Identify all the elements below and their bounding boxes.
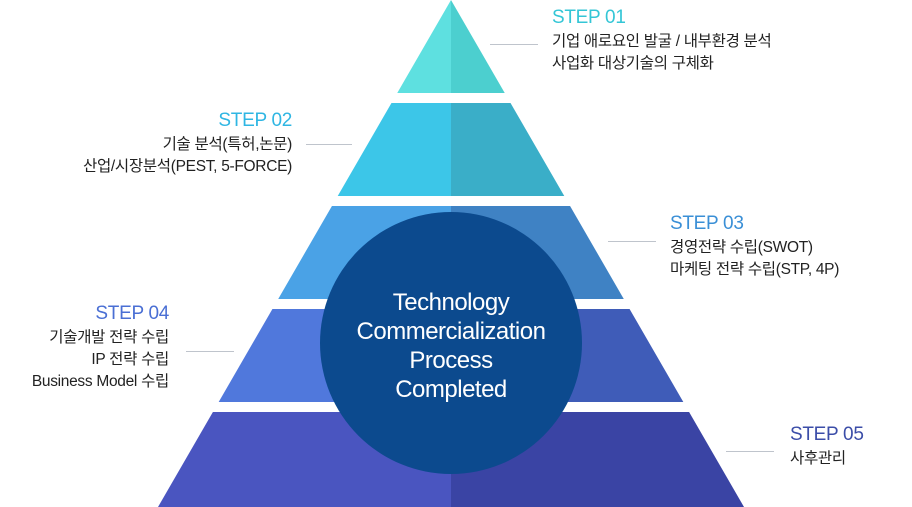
step-03-title: STEP 03: [670, 213, 744, 234]
step-04-block: STEP 04 기술개발 전략 수립 IP 전략 수립 Business Mod…: [32, 304, 169, 393]
step-03-line-2: 마케팅 전략 수립(STP, 4P): [670, 261, 840, 278]
step-05-line-1: 사후관리: [790, 450, 846, 467]
tier-1-right-face: [451, 0, 505, 93]
step-01-line-1: 기업 애로요인 발굴 / 내부환경 분석: [552, 33, 772, 50]
step4-connector: [186, 351, 234, 352]
step2-connector: [306, 144, 352, 145]
step-04-line-1: 기술개발 전략 수립: [49, 329, 169, 346]
tier-2-left-face: [337, 103, 451, 196]
tier-1-left-face: [397, 0, 451, 93]
step5-connector: [726, 451, 774, 452]
step-03-line-1: 경영전략 수립(SWOT): [670, 239, 813, 256]
center-label-line-2: Commercialization: [356, 318, 546, 345]
step-01-title: STEP 01: [552, 7, 626, 28]
center-label: Technology Commercialization Process Com…: [320, 288, 582, 404]
center-label-line-4: Completed: [395, 376, 507, 403]
step-02-line-1: 기술 분석(특허,논문): [162, 136, 293, 153]
step-03-block: STEP 03 경영전략 수립(SWOT) 마케팅 전략 수립(STP, 4P): [670, 214, 839, 281]
tier-2-right-face: [451, 103, 565, 196]
step-04-line-3: Business Model 수립: [31, 373, 169, 390]
step-02-title: STEP 02: [218, 110, 292, 131]
center-circle: [320, 212, 582, 474]
step-01-block: STEP 01 기업 애로요인 발굴 / 내부환경 분석 사업화 대상기술의 구…: [552, 7, 772, 75]
center-label-line-1: Technology: [392, 289, 510, 316]
step-01-line-2: 사업화 대상기술의 구체화: [552, 55, 714, 72]
step-05-title: STEP 05: [790, 424, 864, 445]
step-02-line-2: 산업/시장분석(PEST, 5-FORCE): [82, 158, 292, 175]
step-04-line-2: IP 전략 수립: [91, 351, 169, 368]
step1-connector: [490, 44, 538, 45]
step-02-block: STEP 02 기술 분석(특허,논문) 산업/시장분석(PEST, 5-FOR…: [83, 111, 292, 178]
center-label-line-3: Process: [409, 347, 493, 374]
step-04-title: STEP 04: [95, 303, 169, 324]
step-05-block: STEP 05 사후관리: [790, 425, 864, 470]
step3-connector: [608, 241, 656, 242]
